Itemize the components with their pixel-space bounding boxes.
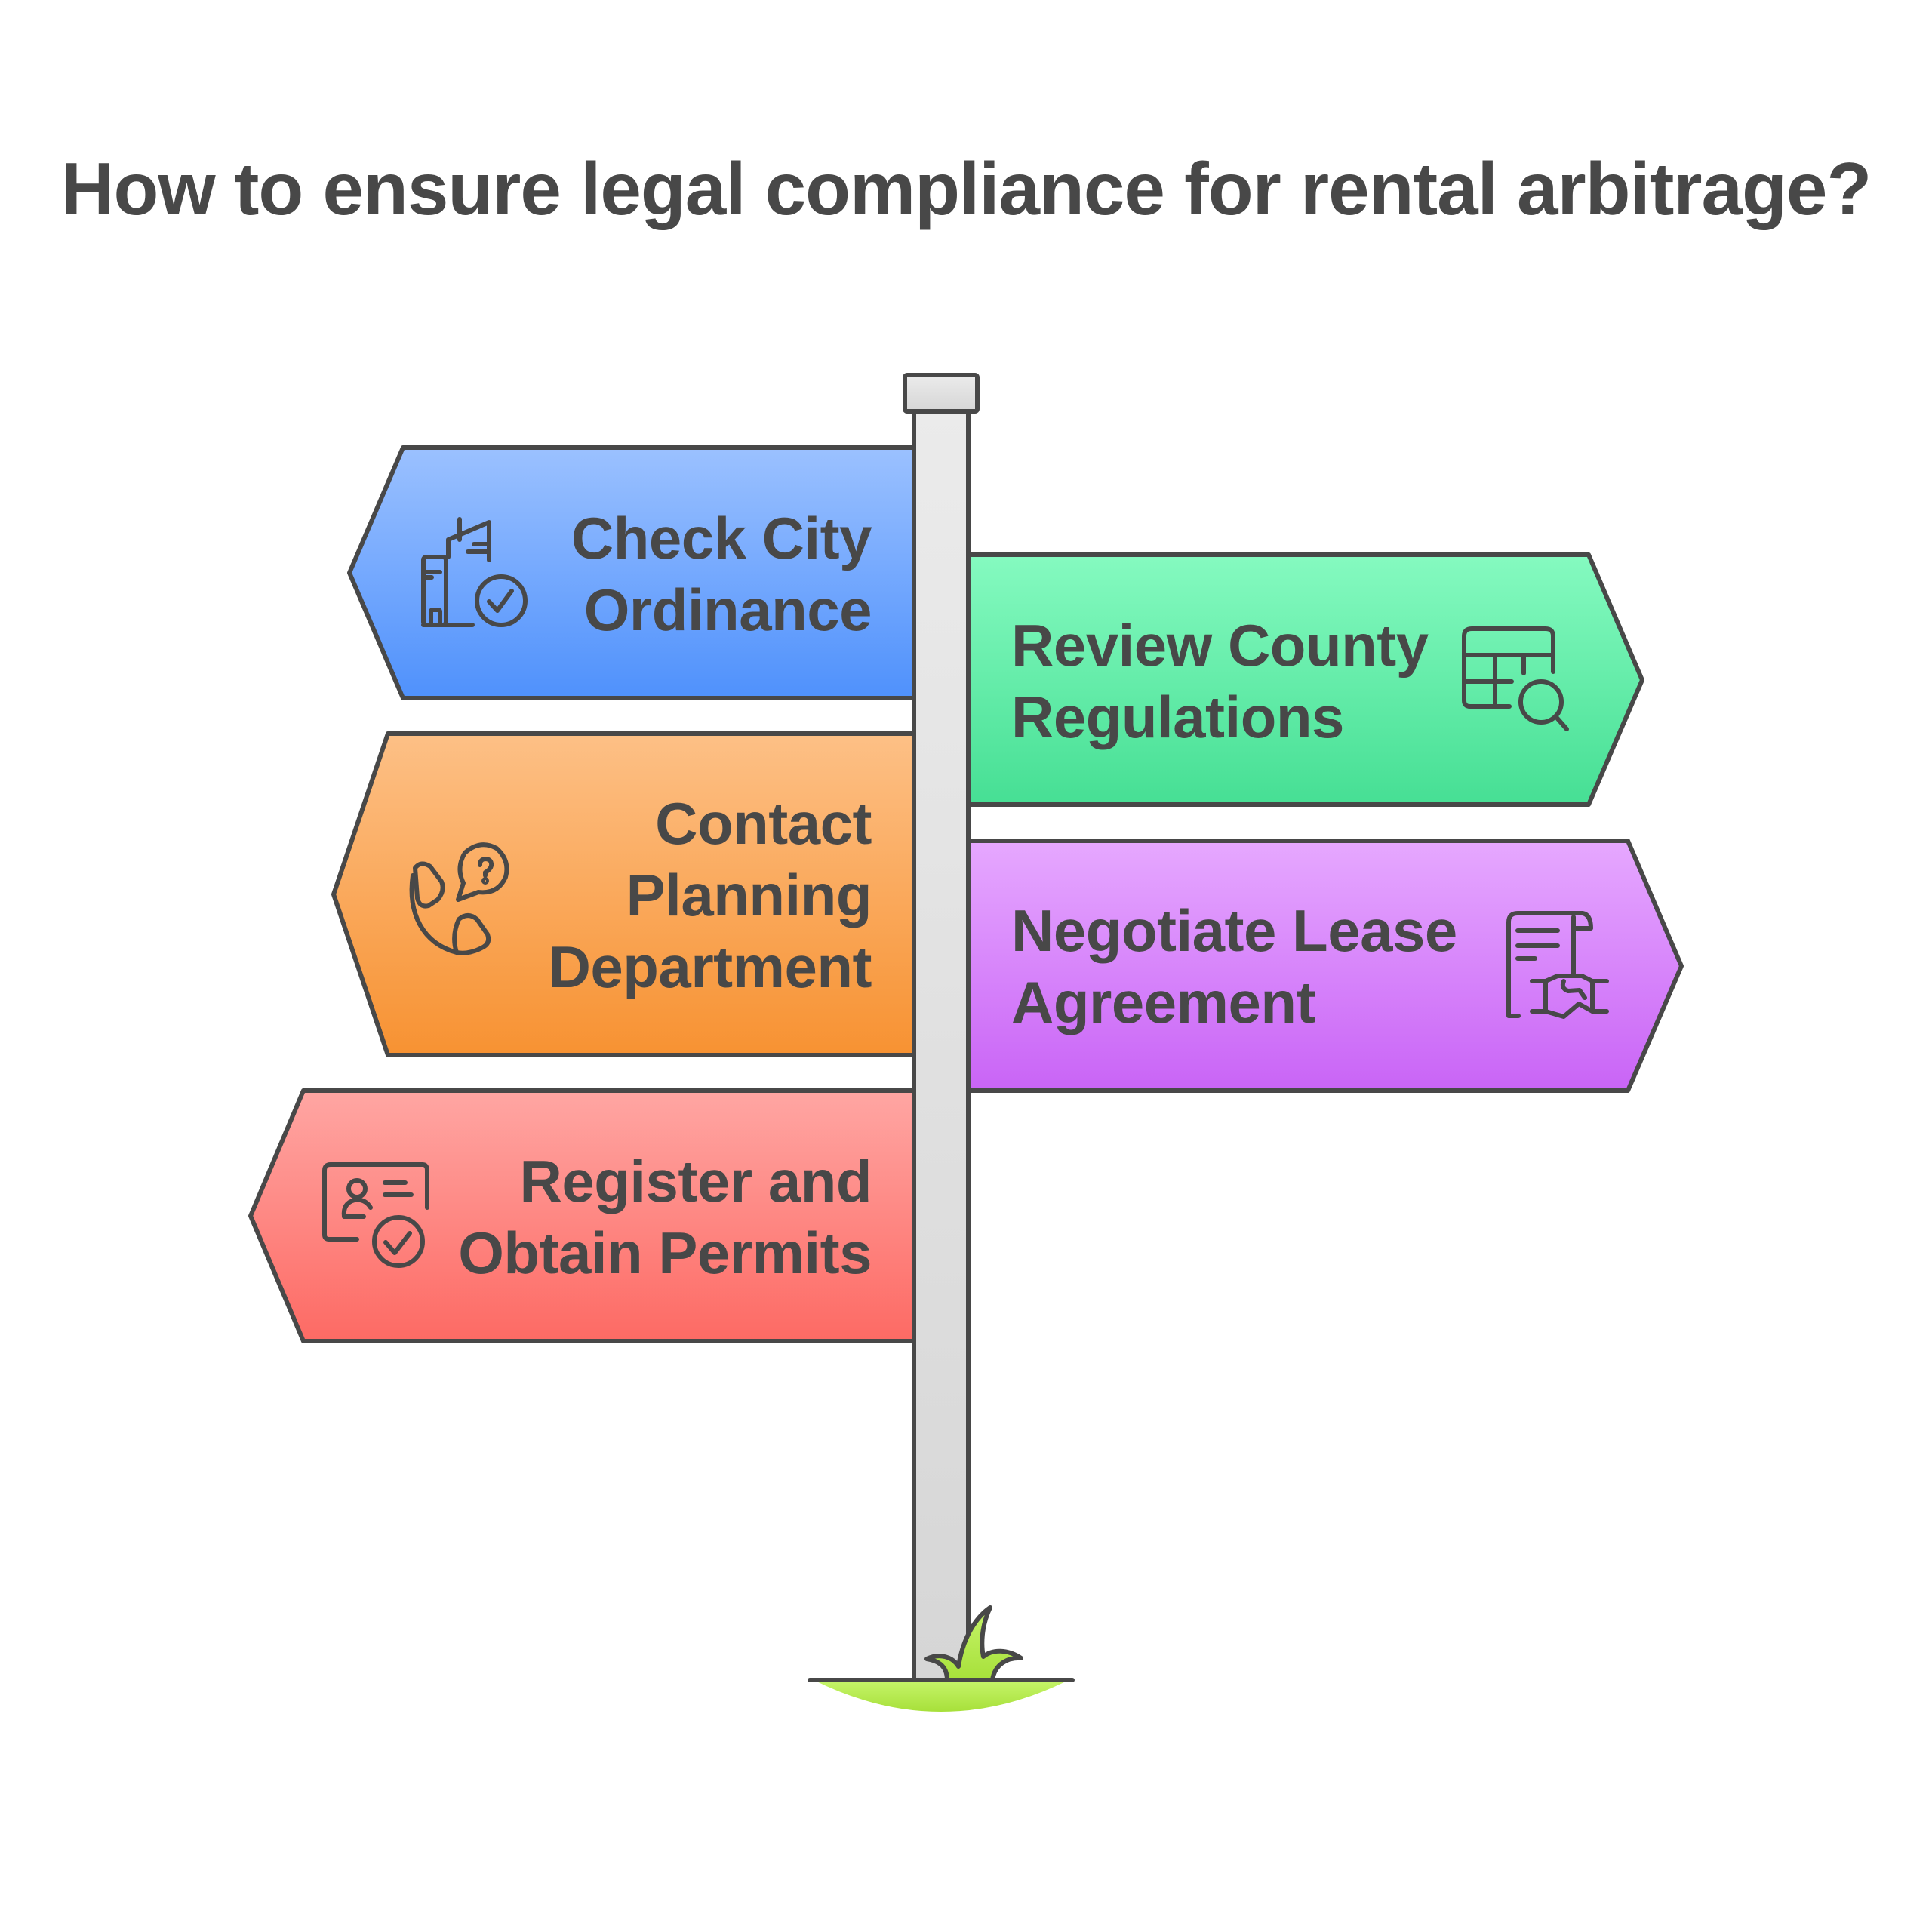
phone-question-icon xyxy=(409,842,509,955)
sign-label-line: Obtain Permits xyxy=(458,1220,872,1286)
page-title: How to ensure legal compliance for renta… xyxy=(60,147,1872,230)
signpost-pole xyxy=(903,373,980,1682)
sign-label-register-obtain-permits: Register and Obtain Permits xyxy=(458,1146,872,1289)
id-card-check-icon xyxy=(322,1162,429,1268)
sign-label-line: Review County xyxy=(1011,612,1429,679)
sign-label-line: Check City xyxy=(571,505,872,571)
sign-contact-planning-department[interactable] xyxy=(331,731,916,1057)
sign-label-line: Department xyxy=(548,934,872,1000)
ground xyxy=(814,1680,1069,1712)
sign-label-check-city-ordinance: Check City Ordinance xyxy=(571,503,872,646)
sign-label-negotiate-lease-agreement: Negotiate Lease Agreement xyxy=(1011,895,1457,1039)
sign-check-city-ordinance[interactable] xyxy=(347,445,916,700)
contract-handshake-icon xyxy=(1506,911,1609,1019)
grass-tuft xyxy=(808,1605,1075,1682)
sign-label-line: Register and xyxy=(519,1148,872,1214)
sign-register-obtain-permits[interactable] xyxy=(248,1088,916,1343)
sign-label-line: Contact xyxy=(655,790,872,857)
sign-negotiate-lease-agreement[interactable] xyxy=(966,839,1684,1093)
table-search-icon xyxy=(1462,626,1569,731)
sign-label-contact-planning-department: Contact Planning Department xyxy=(549,788,872,1003)
sign-label-line: Negotiate Lease xyxy=(1011,897,1457,964)
sign-review-county-regulations[interactable] xyxy=(966,552,1644,807)
sign-label-line: Regulations xyxy=(1011,684,1344,750)
sign-label-line: Agreement xyxy=(1011,969,1315,1035)
sign-label-line: Ordinance xyxy=(583,577,872,643)
city-building-check-icon xyxy=(421,517,528,627)
sign-label-review-county-regulations: Review County Regulations xyxy=(1011,610,1429,753)
sign-label-line: Planning xyxy=(626,862,872,928)
